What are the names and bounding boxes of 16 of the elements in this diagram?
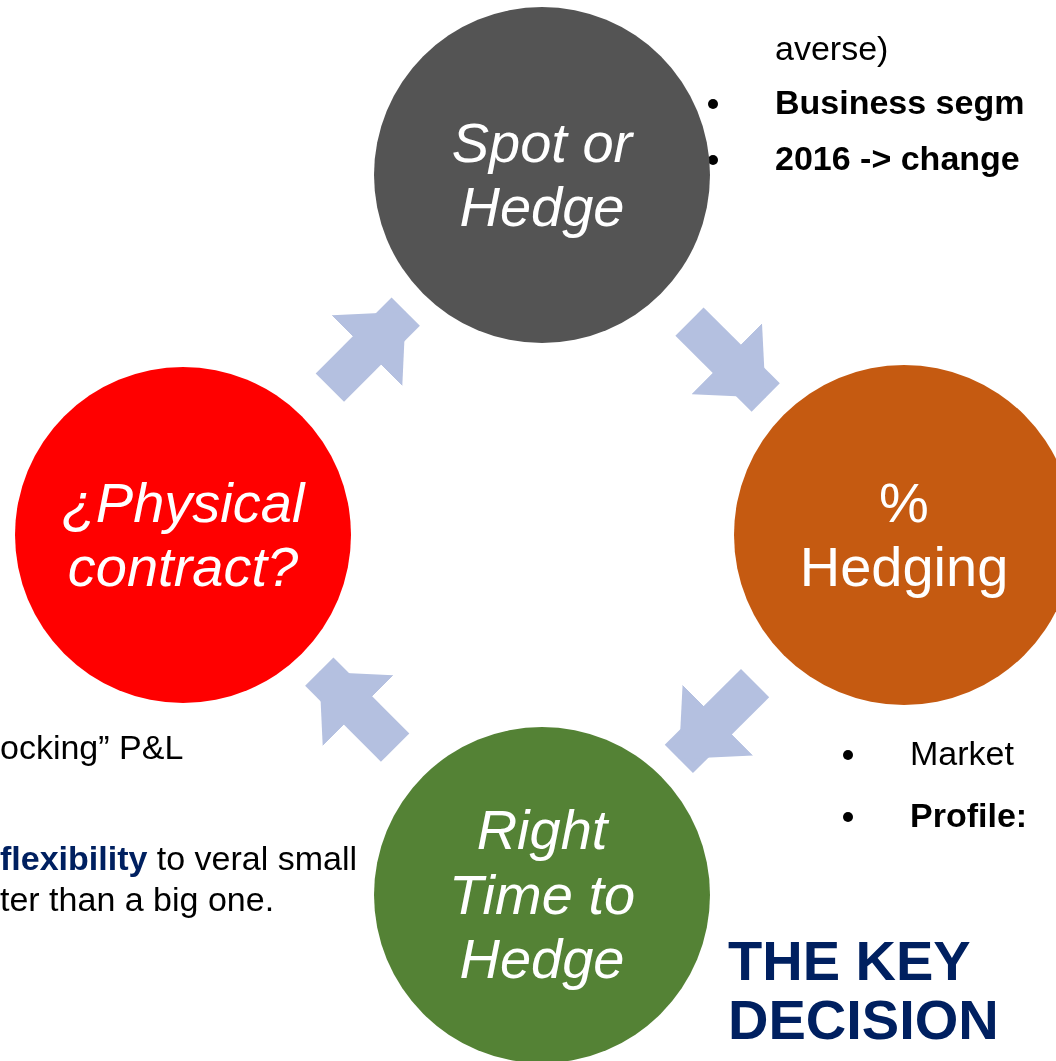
text-line: Profile: (910, 795, 1028, 836)
node-label: Right Time to Hedge (447, 798, 637, 992)
text-line: flexibility to veral small ter than a big one. (0, 838, 359, 920)
text-line: 2016 -> change (775, 138, 1020, 179)
heading-text: THE KEY DECISION (728, 932, 1000, 1050)
text-line: Business segm (775, 82, 1025, 123)
text-line: averse) (775, 28, 889, 69)
block-arrow (675, 307, 780, 412)
node-label: Spot or Hedge (450, 110, 635, 240)
block-arrow (664, 668, 770, 774)
block-arrow (305, 657, 410, 762)
text-line: Market (910, 733, 1014, 774)
block-arrow (315, 297, 420, 402)
node-label: ¿Physical contract? (60, 470, 307, 600)
text-line: ocking” P&L (0, 727, 184, 768)
node-label: % Hedging (798, 470, 1010, 600)
